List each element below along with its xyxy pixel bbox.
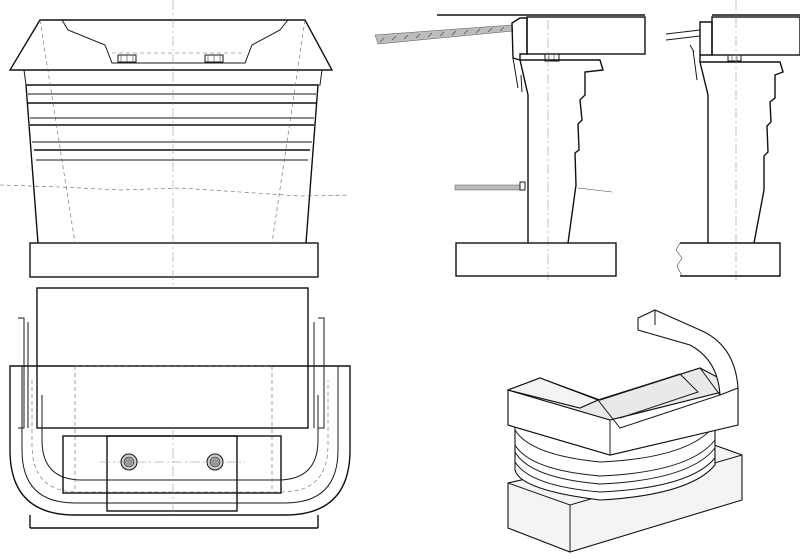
approach-slab xyxy=(374,24,514,45)
cap-plan xyxy=(62,435,282,494)
bearing-plate-plan xyxy=(106,435,238,512)
isometric-view xyxy=(506,309,743,553)
cross-section-side-view xyxy=(665,0,800,280)
ground-line xyxy=(0,184,351,197)
bearing-left xyxy=(117,54,137,63)
cross-section-main-view xyxy=(374,14,646,280)
side-stem-left xyxy=(699,61,709,243)
footing-section xyxy=(455,242,617,277)
deck-outline-plan xyxy=(36,287,309,429)
deck-girder xyxy=(526,16,646,55)
footing-plan xyxy=(9,365,351,516)
bearing-plan-left xyxy=(120,453,138,471)
pier-left-face xyxy=(25,84,39,244)
footing xyxy=(29,242,319,278)
front-elevation-view xyxy=(0,0,351,285)
cap-beam xyxy=(8,19,334,71)
side-stem-right xyxy=(699,55,784,244)
pier-stem-left xyxy=(519,59,529,243)
side-footing xyxy=(680,242,781,277)
plan-view xyxy=(9,287,351,529)
bearing-seat-recess xyxy=(61,19,289,64)
side-deck-girder xyxy=(711,16,800,56)
ground-strip xyxy=(454,184,521,191)
bearing-right xyxy=(204,54,224,63)
bearing-plan-right xyxy=(206,453,224,471)
pier-stem-right xyxy=(520,59,604,244)
bearing-side xyxy=(727,54,742,62)
pier-right-face xyxy=(305,84,319,244)
backwall xyxy=(511,17,528,61)
iso-backwall xyxy=(637,309,739,396)
